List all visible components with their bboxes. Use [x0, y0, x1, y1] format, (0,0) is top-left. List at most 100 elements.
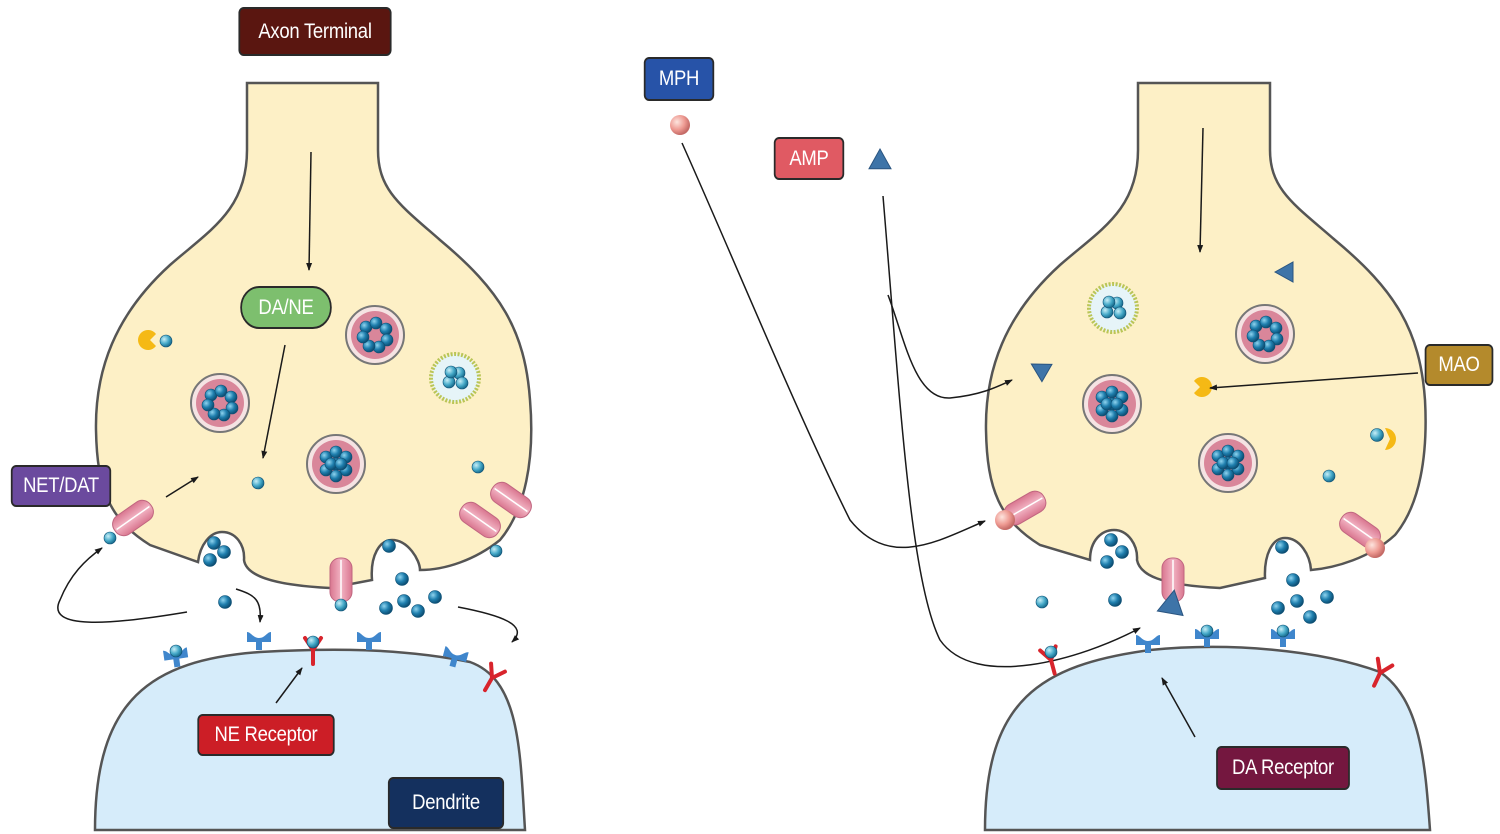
neurotransmitter-molecule — [103, 531, 117, 545]
arrow-mao — [1209, 372, 1419, 391]
da-receptor-icon — [247, 632, 271, 650]
neurotransmitter-molecule — [362, 339, 376, 353]
neurotransmitter-molecule — [1270, 332, 1284, 346]
neurotransmitter-molecule — [1269, 321, 1283, 335]
neurotransmitter-molecule — [380, 333, 394, 347]
reuptake-vesicle — [429, 352, 481, 404]
neurotransmitter-molecule — [334, 457, 348, 471]
arrow-amp-to-receptor — [882, 195, 1141, 668]
net-dat-transporter — [329, 557, 353, 603]
axon-terminal-right — [984, 81, 1427, 590]
arrow-synthesis-left — [306, 151, 313, 271]
ne-receptor-icon — [1372, 656, 1395, 688]
neurotransmitter-molecule — [1322, 469, 1336, 483]
neurotransmitter-molecule — [1221, 468, 1235, 482]
da-receptor-icon — [1271, 629, 1295, 647]
amp-triangle-icon — [1156, 589, 1184, 617]
neurotransmitter-molecule — [225, 401, 239, 415]
amp-triangle-icon — [868, 147, 892, 170]
dendrite-label: Dendrite — [387, 777, 505, 829]
neurotransmitter-molecule — [214, 384, 228, 398]
arrow-synthesis-right — [1197, 127, 1204, 253]
neurotransmitter-molecule — [1290, 594, 1304, 608]
neurotransmitter-molecule — [159, 334, 173, 348]
arrow-to-da-receptor-left — [235, 588, 264, 623]
neurotransmitter-molecule — [1044, 645, 1058, 659]
neurotransmitter-molecule — [369, 316, 383, 330]
mph-molecule-icon — [670, 115, 690, 135]
axon-terminal-label: Axon Terminal — [238, 7, 392, 56]
neurotransmitter-molecule — [1104, 533, 1118, 547]
neurotransmitter-molecule — [1108, 593, 1122, 607]
amp-label: AMP — [773, 137, 845, 180]
neurotransmitter-molecule — [444, 365, 458, 379]
neurotransmitter-molecule — [1286, 573, 1300, 587]
neurotransmitter-molecule — [1113, 306, 1127, 320]
da-receptor-icon — [442, 646, 469, 668]
neurotransmitter-molecule — [207, 536, 221, 550]
neurotransmitter-molecule — [356, 330, 370, 344]
neurotransmitter-molecule — [203, 553, 217, 567]
mph-label: MPH — [643, 57, 715, 101]
reuptake-vesicle — [1087, 282, 1139, 334]
neurotransmitter-molecule — [455, 376, 469, 390]
net-dat-transporter — [112, 499, 154, 537]
neurotransmitter-molecule — [251, 476, 265, 490]
neurotransmitter-molecule — [1320, 590, 1334, 604]
da-receptor-icon — [1195, 629, 1219, 647]
neurotransmitter-molecule — [1303, 610, 1317, 624]
mao-enzyme-icon — [138, 330, 156, 350]
neurotransmitter-molecule — [329, 445, 343, 459]
neurotransmitter-molecule — [489, 544, 503, 558]
neurotransmitter-molecule — [169, 644, 183, 658]
neurotransmitter-molecule — [1246, 329, 1260, 343]
arrow-da-receptor-label — [1161, 677, 1196, 738]
neurotransmitter-molecule — [1370, 428, 1384, 442]
da-receptor-icon — [357, 632, 381, 650]
net-dat-transporter — [490, 481, 532, 519]
mph-molecule-icon — [995, 510, 1015, 530]
da-receptor-label: DA Receptor — [1216, 746, 1350, 790]
arrow-amp-into-terminal — [887, 294, 1013, 399]
neurotransmitter-molecule — [1259, 315, 1273, 329]
ne-receptor-icon — [483, 661, 507, 693]
dendrite-right — [983, 645, 1432, 832]
neurotransmitter-molecule — [334, 598, 348, 612]
neurotransmitter-molecule — [1275, 540, 1289, 554]
neurotransmitter-molecule — [201, 398, 215, 412]
arrow-reuptake-left — [57, 547, 188, 623]
mph-molecule-icon — [1365, 538, 1385, 558]
neurotransmitter-molecule — [428, 590, 442, 604]
mao-enzyme-icon — [1385, 428, 1396, 450]
neurotransmitter-molecule — [471, 460, 485, 474]
neurotransmitter-molecule — [1035, 595, 1049, 609]
neurotransmitter-molecule — [1105, 385, 1119, 399]
mao-label: MAO — [1424, 344, 1494, 386]
neurotransmitter-molecule — [397, 594, 411, 608]
arrow-mph-to-transporter — [681, 142, 986, 549]
ne-receptor-label: NE Receptor — [197, 714, 335, 756]
neurotransmitter-molecule — [329, 469, 343, 483]
neurotransmitter-molecule — [1221, 444, 1235, 458]
neurotransmitter-molecule — [224, 390, 238, 404]
neurotransmitter-molecule — [207, 407, 221, 421]
neurotransmitter-molecule — [1271, 601, 1285, 615]
net-dat-label: NET/DAT — [10, 465, 112, 507]
arrow-to-ne-receptor-left — [457, 606, 520, 643]
neurotransmitter-molecule — [1226, 456, 1240, 470]
net-dat-transporter — [459, 501, 501, 539]
neurotransmitter-molecule — [1115, 545, 1129, 559]
neurotransmitter-molecule — [1276, 624, 1290, 638]
mao-enzyme-icon — [1194, 377, 1213, 398]
da-ne-label: DA/NE — [240, 286, 332, 329]
neurotransmitter-molecule — [1100, 555, 1114, 569]
neurotransmitter-molecule — [217, 545, 231, 559]
neurotransmitter-molecule — [382, 539, 396, 553]
neurotransmitter-molecule — [218, 595, 232, 609]
neurotransmitter-molecule — [395, 572, 409, 586]
neurotransmitter-molecule — [1110, 397, 1124, 411]
neurotransmitter-molecule — [1105, 409, 1119, 423]
arrow-ne-receptor-label — [275, 667, 303, 704]
neurotransmitter-molecule — [1200, 624, 1214, 638]
